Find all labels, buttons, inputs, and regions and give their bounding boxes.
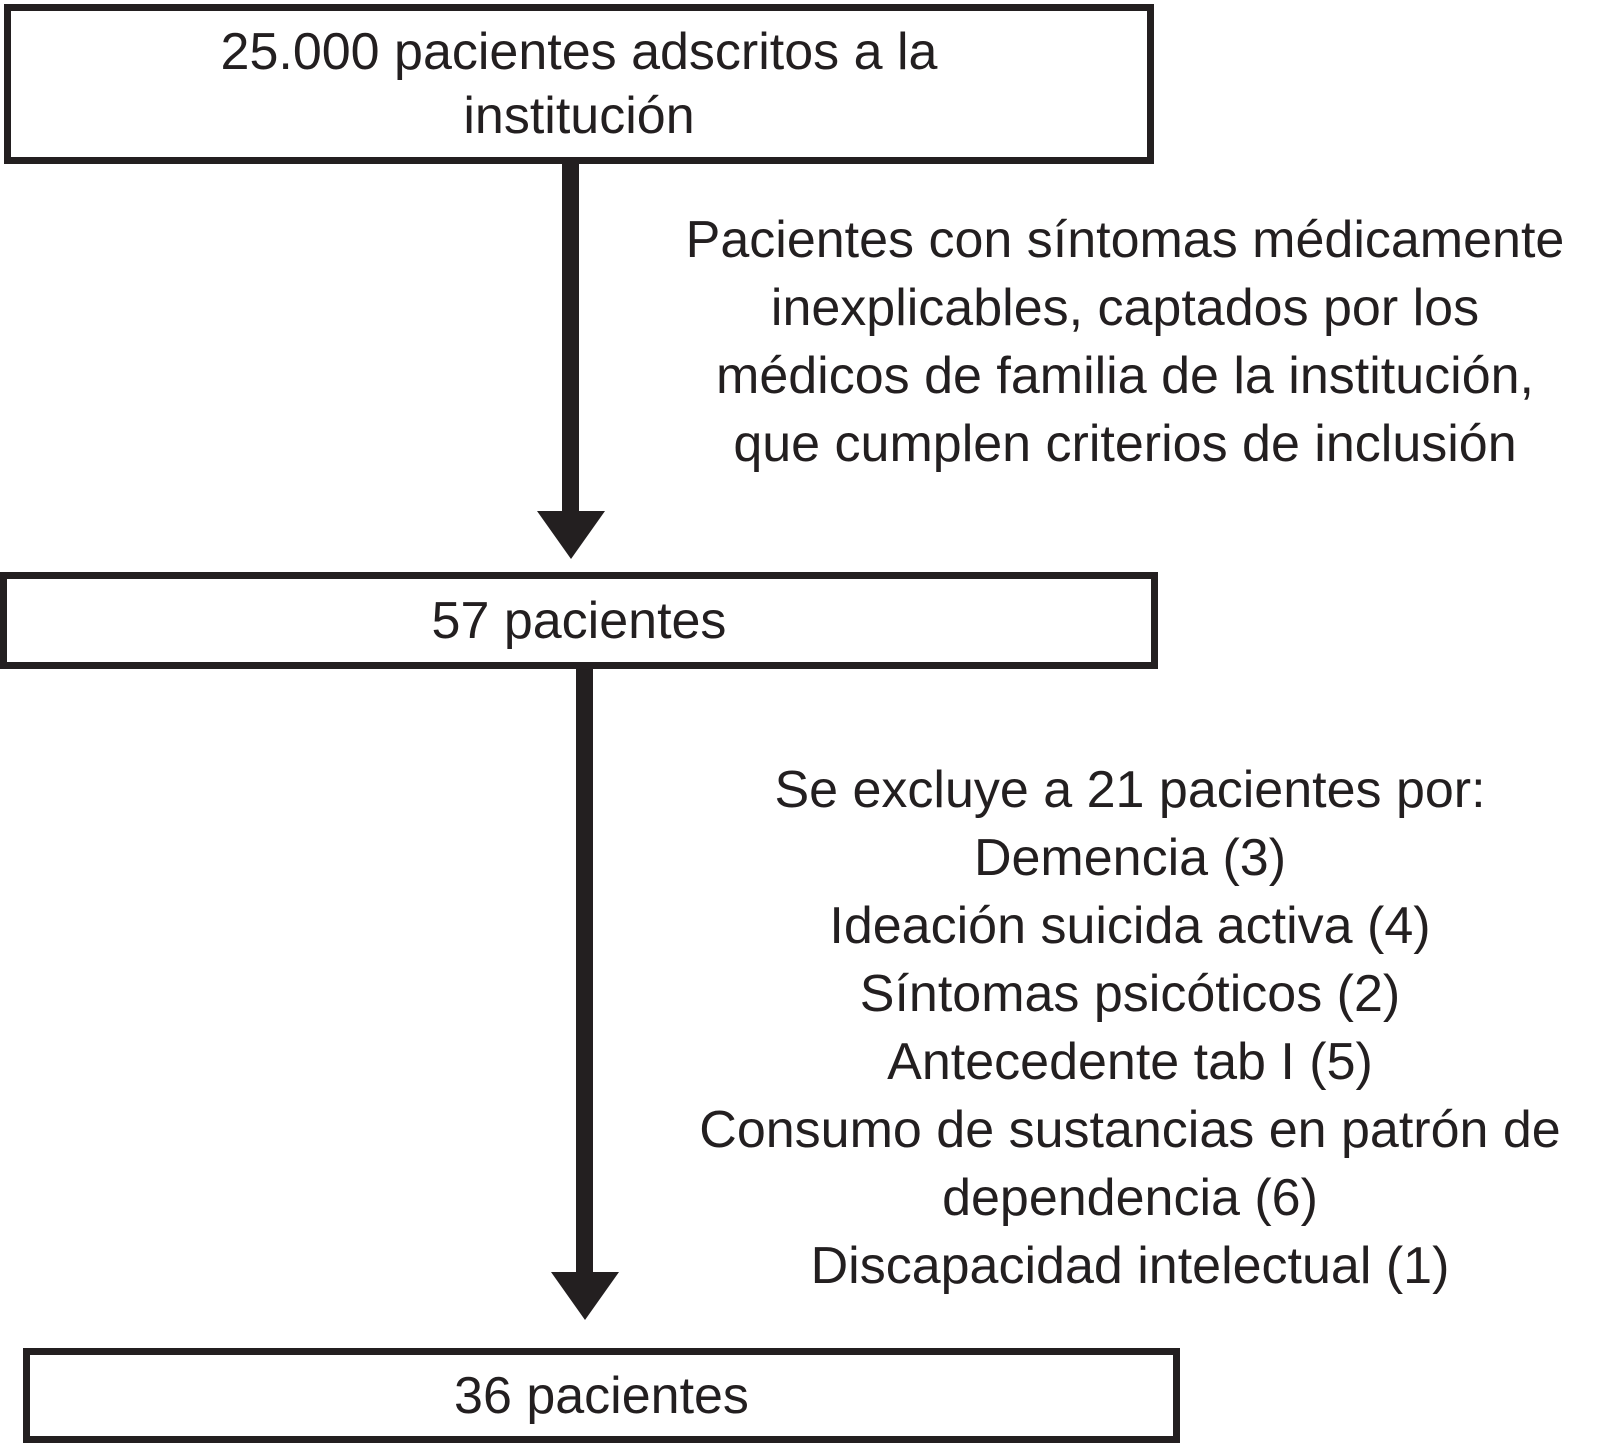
annotation-line: dependencia (6) [942, 1169, 1318, 1227]
arrow-2-shaft [576, 666, 593, 1274]
annotation-line: Síntomas psicóticos (2) [859, 965, 1401, 1023]
annotation-line: Se excluye a 21 pacientes por: [774, 761, 1486, 819]
annotation-line: Discapacidad intelectual (1) [810, 1237, 1450, 1295]
arrow-2-down-icon [551, 1272, 619, 1320]
arrow-1-down-icon [537, 511, 605, 559]
node-57-patients: 57 pacientes [0, 572, 1158, 669]
annotation-exclusion-reasons: Se excluye a 21 pacientes por: Demencia … [655, 756, 1600, 1300]
annotation-line: Antecedente tab I (5) [887, 1033, 1373, 1091]
node-57-patients-label: 57 pacientes [431, 591, 727, 650]
annotation-line: inexplicables, captados por los [770, 279, 1480, 337]
annotation-line: Ideación suicida activa (4) [829, 897, 1431, 955]
node-total-patients: 25.000 pacientes adscritos a la instituc… [4, 4, 1154, 164]
node-total-patients-line-2: institución [463, 87, 695, 145]
annotation-line: médicos de familia de la institución, [716, 347, 1534, 405]
node-36-patients: 36 pacientes [23, 1348, 1180, 1443]
annotation-line: Consumo de sustancias en patrón de [699, 1101, 1561, 1159]
annotation-line: Demencia (3) [973, 829, 1287, 887]
arrow-1-shaft [562, 164, 579, 514]
annotation-line: Pacientes con síntomas médicamente [685, 211, 1565, 269]
annotation-line: que cumplen criterios de inclusión [733, 415, 1517, 473]
node-total-patients-line-1: 25.000 pacientes adscritos a la [220, 23, 938, 81]
node-36-patients-label: 36 pacientes [454, 1366, 749, 1425]
annotation-inclusion-criteria: Pacientes con síntomas médicamente inexp… [650, 206, 1600, 478]
